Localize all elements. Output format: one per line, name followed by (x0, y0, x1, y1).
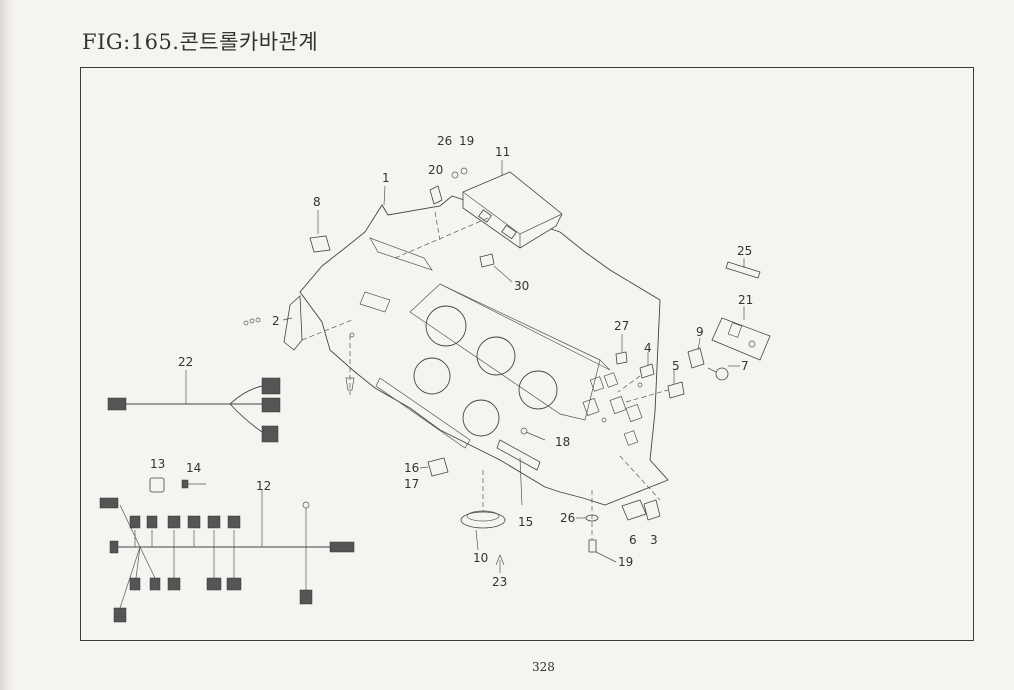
figure-title: FIG:165.콘트롤카바관계 (82, 30, 319, 54)
page-binding-shadow (0, 0, 14, 690)
callout-6: 6 (629, 533, 637, 547)
callout-19-lower: 19 (618, 555, 633, 569)
callout-1: 1 (382, 171, 390, 185)
part-19-screw (460, 167, 468, 175)
page-number: 328 (532, 660, 555, 674)
part-26-washer (451, 171, 459, 179)
callout-19-upper: 19 (459, 134, 474, 148)
part-5-switch (667, 381, 685, 399)
control-cover-panel (299, 195, 669, 506)
part-18-screw (525, 431, 546, 441)
part-6-relay (621, 499, 647, 521)
callout-4: 4 (644, 341, 652, 355)
part-22-wire-harness (107, 370, 281, 443)
part-23-arrow (495, 554, 505, 573)
part-10-meter-ring (460, 470, 506, 551)
part-4-switch (639, 363, 655, 379)
callout-13: 13 (150, 457, 165, 471)
part-19-screw-lower (588, 539, 597, 553)
part-3-connector (643, 499, 661, 521)
callout-7: 7 (741, 359, 749, 373)
callout-25: 25 (737, 244, 752, 258)
callout-22: 22 (178, 355, 193, 369)
callout-15: 15 (518, 515, 533, 529)
callout-20: 20 (428, 163, 443, 177)
callout-21: 21 (738, 293, 753, 307)
callout-18: 18 (555, 435, 570, 449)
callout-23: 23 (492, 575, 507, 589)
callout-9: 9 (696, 325, 704, 339)
part-30-connector (479, 253, 495, 268)
callout-30: 30 (514, 279, 529, 293)
callout-labels: 1 2 3 4 5 6 7 8 9 10 11 12 13 14 15 16 1… (150, 134, 753, 589)
part-2-bracket (243, 295, 353, 351)
callout-26-lower: 26 (560, 511, 575, 525)
part-11-control-unit (462, 171, 563, 249)
callout-16: 16 (404, 461, 419, 475)
part-8-bracket (309, 235, 331, 253)
callout-8: 8 (313, 195, 321, 209)
callout-17: 17 (404, 477, 419, 491)
part-14-bolt (181, 479, 206, 489)
part-20-clip (429, 185, 443, 205)
part-21-switch-plate (711, 317, 771, 361)
callout-11: 11 (495, 145, 510, 159)
callout-12: 12 (256, 479, 271, 493)
figure-frame (80, 67, 974, 641)
callout-3: 3 (650, 533, 658, 547)
part-25-strip (725, 261, 761, 279)
callout-10: 10 (473, 551, 488, 565)
part-12-wire-harness (99, 490, 355, 623)
callout-26-upper: 26 (437, 134, 452, 148)
part-13-clip (149, 477, 165, 493)
callout-27: 27 (614, 319, 629, 333)
part-9-switch (687, 347, 705, 369)
part-15-rail (496, 439, 541, 506)
callout-14: 14 (186, 461, 201, 475)
part-27-indicator (615, 351, 628, 365)
part-7-knob (707, 365, 740, 381)
callout-2: 2 (272, 314, 280, 328)
callout-5: 5 (672, 359, 680, 373)
part-16-relay (427, 457, 449, 477)
